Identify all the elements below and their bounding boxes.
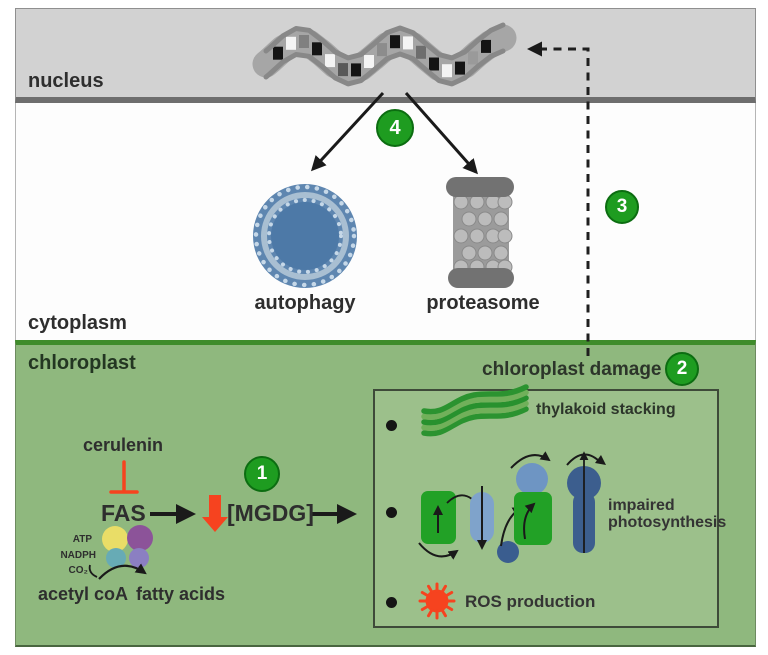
mgdg-label: [MGDG]: [227, 500, 314, 526]
thylakoid-icon: [421, 384, 529, 437]
nadph-label: NADPH: [60, 550, 96, 561]
inhibition-bar-icon: [109, 460, 139, 494]
step-badge-4: 4: [376, 109, 414, 147]
bullet-thylakoid: [386, 420, 397, 431]
acetyl-coa-label: acetyl coA: [38, 584, 129, 604]
cerulenin-label: cerulenin: [83, 435, 164, 455]
ros-icon: [418, 582, 456, 620]
proteasome-icon: [446, 177, 514, 288]
dna-icon: [252, 22, 517, 87]
step-badge-3: 3: [605, 190, 639, 224]
photosynthesis-icon: [418, 451, 606, 563]
fas-label: FAS: [101, 500, 146, 526]
acetylcoa-to-fattyacids-arrow: [88, 563, 147, 580]
autophagy-label: autophagy: [254, 292, 356, 314]
co2-label: CO₂: [68, 565, 88, 576]
ros-production-label: ROS production: [465, 592, 596, 611]
nucleus-label: nucleus: [28, 70, 104, 92]
arrow-to-proteasome: [404, 92, 478, 175]
dna-squares: [273, 35, 491, 78]
proteasome-label: proteasome: [426, 292, 540, 314]
fatty-acids-label: fatty acids: [136, 584, 226, 604]
thylakoid-stacking-label: thylakoid stacking: [536, 401, 676, 418]
cofactor-dots-icon: [102, 525, 153, 568]
chloroplast-label: chloroplast: [28, 352, 136, 374]
chloroplast-damage-label: chloroplast damage: [482, 359, 662, 380]
bullet-ros: [386, 597, 397, 608]
impaired-photosynthesis-label: impaired photosynthesis: [608, 497, 727, 532]
step-badge-2: 2: [665, 352, 699, 386]
autophagy-icon: [253, 184, 357, 288]
atp-label: ATP: [72, 534, 92, 545]
mgdg-decrease-arrow-icon: [202, 495, 228, 532]
arrow-to-autophagy: [310, 91, 385, 172]
bullet-photosynthesis: [386, 507, 397, 518]
step-badge-1: 1: [244, 456, 280, 492]
retrograde-signal-dashed-arrow: [527, 41, 590, 356]
cytoplasm-label: cytoplasm: [28, 312, 127, 334]
